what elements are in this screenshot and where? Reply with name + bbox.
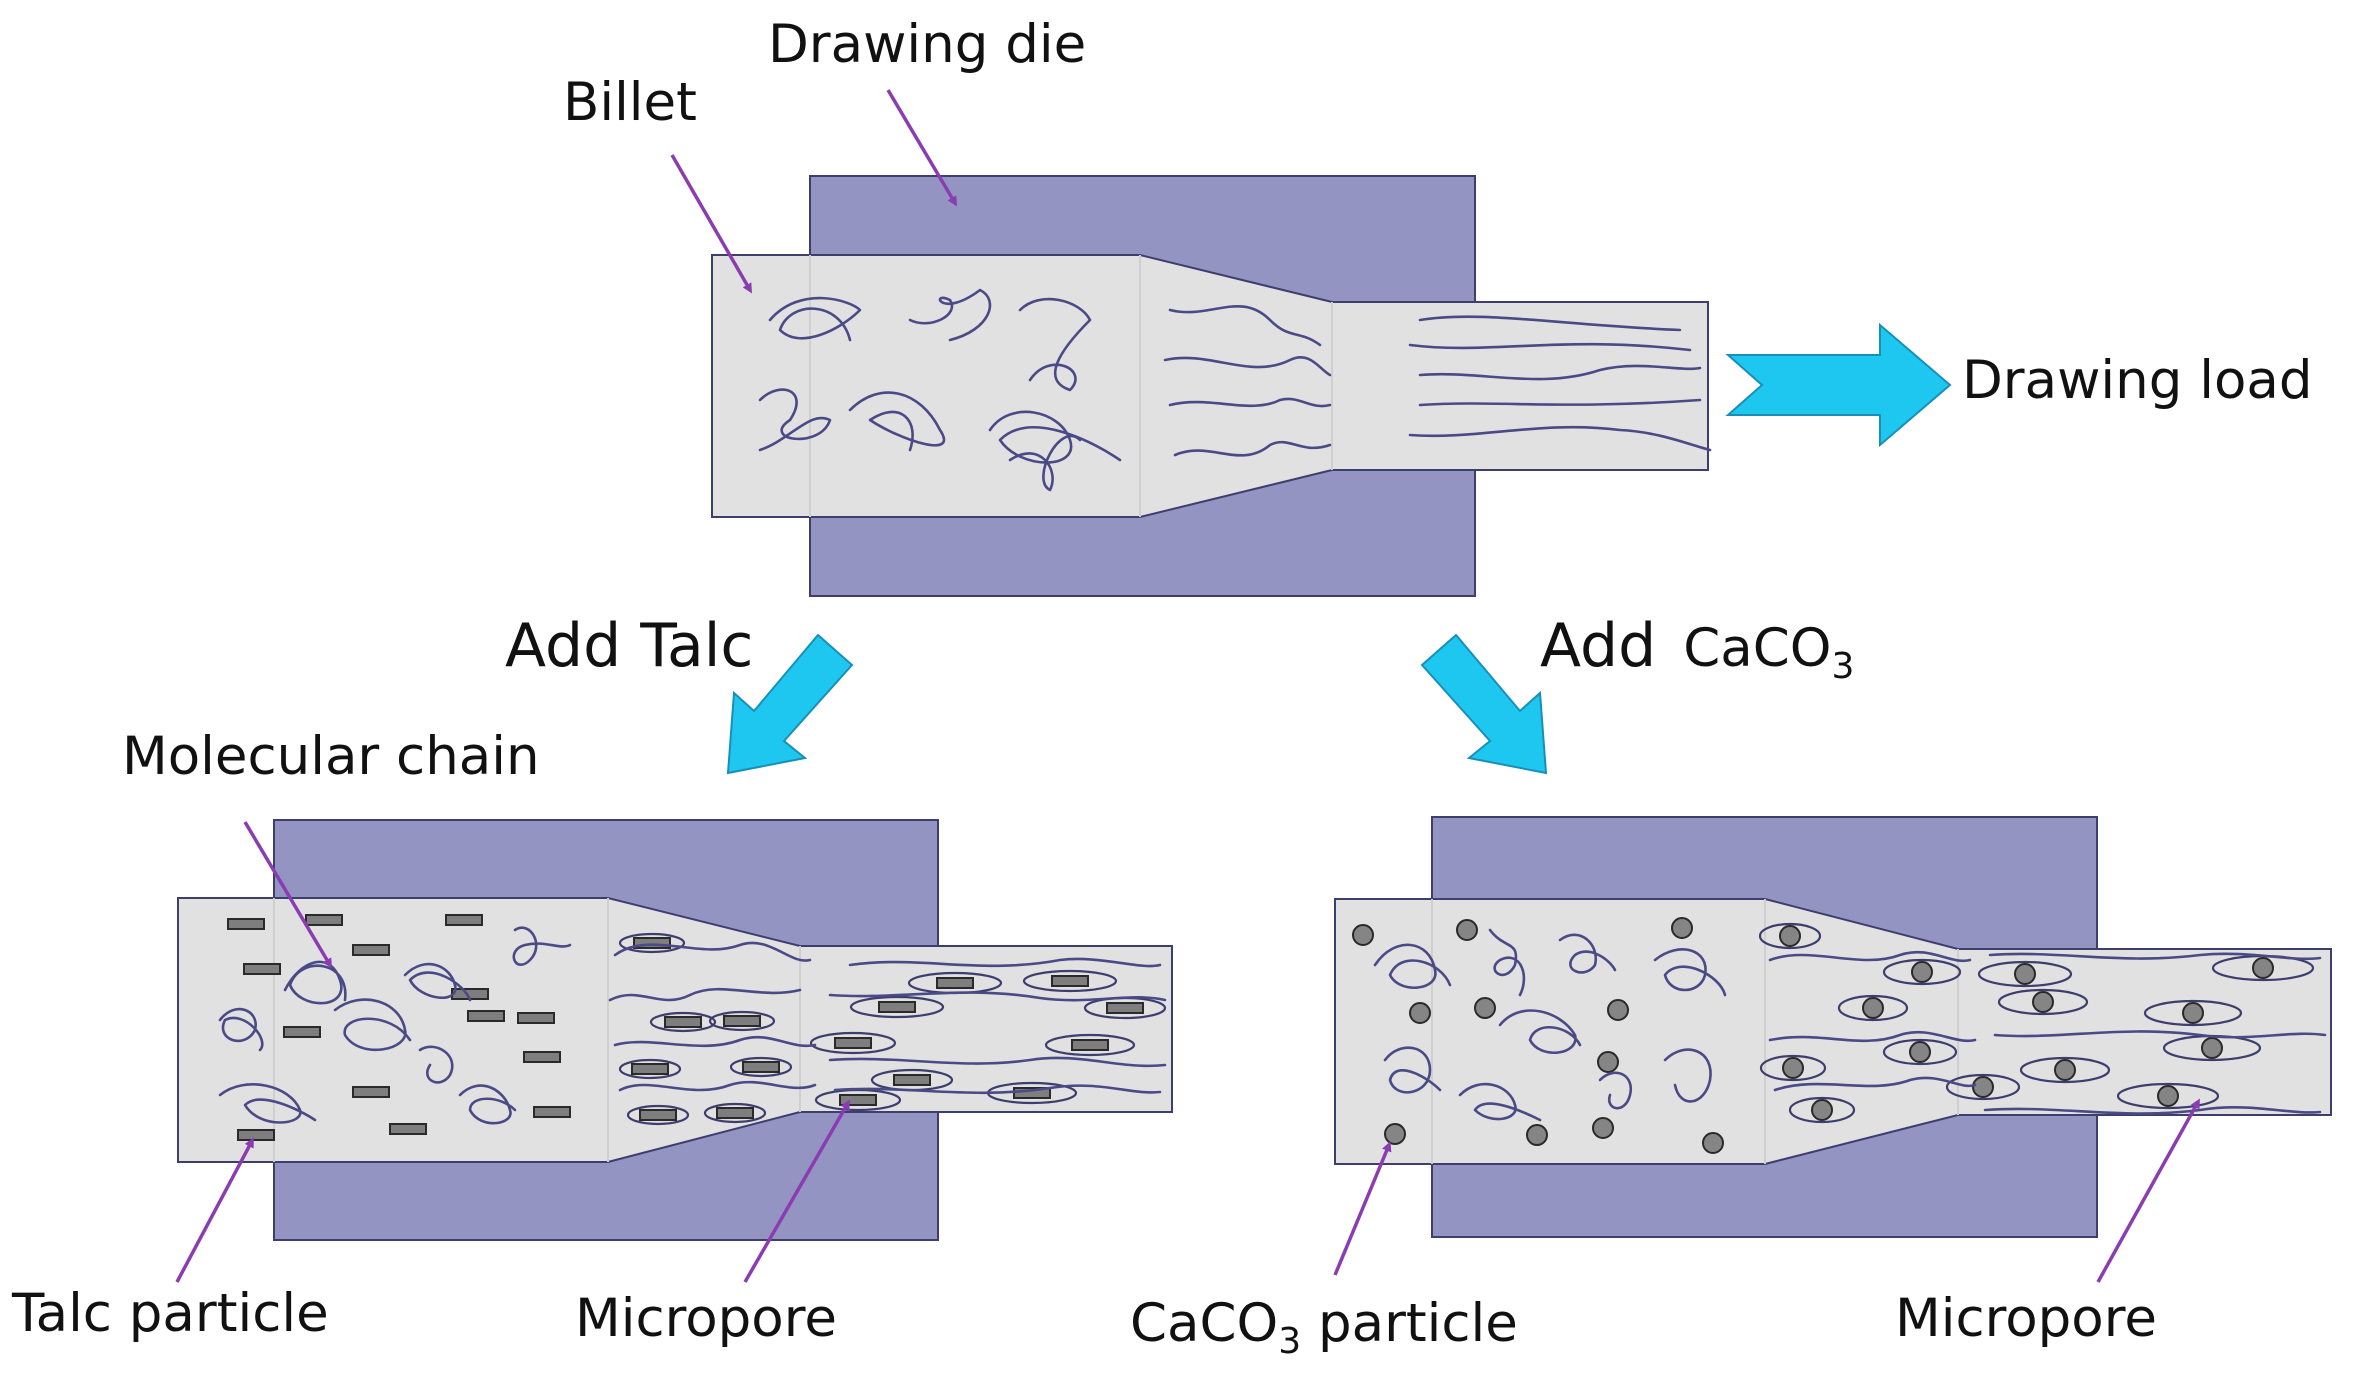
caco3-drawing-assembly <box>1334 816 2332 1238</box>
caco3-micropores <box>1758 922 2315 1124</box>
caco3-molecular-chains-tangled <box>1373 928 1727 1122</box>
top-molecular-chains-tangled <box>758 288 1122 492</box>
micropore-label-right: Micropore <box>1895 1288 2157 1349</box>
top-drawing-assembly <box>711 175 1712 597</box>
drawing-load-label: Drawing load <box>1962 350 2313 411</box>
add-caco3-label: Add CaCO3 <box>1540 611 1854 687</box>
add-talc-arrow <box>726 633 854 775</box>
top-molecular-chains-aligning <box>1163 304 1332 457</box>
talc-micropores <box>618 932 1167 1126</box>
top-billet <box>711 254 1709 518</box>
drawing-die-label: Drawing die <box>768 14 1086 75</box>
molecular-chain-label: Molecular chain <box>122 726 540 787</box>
caco3-particles <box>1352 917 1724 1154</box>
drawing-load-arrow <box>1725 322 1952 448</box>
add-caco3-arrow <box>1420 633 1548 775</box>
micropore-label-left: Micropore <box>575 1288 837 1349</box>
talc-particle-label: Talc particle <box>11 1283 329 1344</box>
caco3-particle-label: CaCO3 particle <box>1130 1293 1518 1362</box>
caco3-billet <box>1334 898 2332 1165</box>
talc-drawing-assembly <box>177 819 1173 1241</box>
talc-molecular-chains-aligned <box>608 941 1167 1095</box>
top-molecular-chains-aligned <box>1408 315 1712 452</box>
billet-label: Billet <box>563 72 697 133</box>
add-talc-label: Add Talc <box>505 611 753 681</box>
pointer-lines <box>175 89 2200 1283</box>
talc-particles <box>227 914 571 1141</box>
